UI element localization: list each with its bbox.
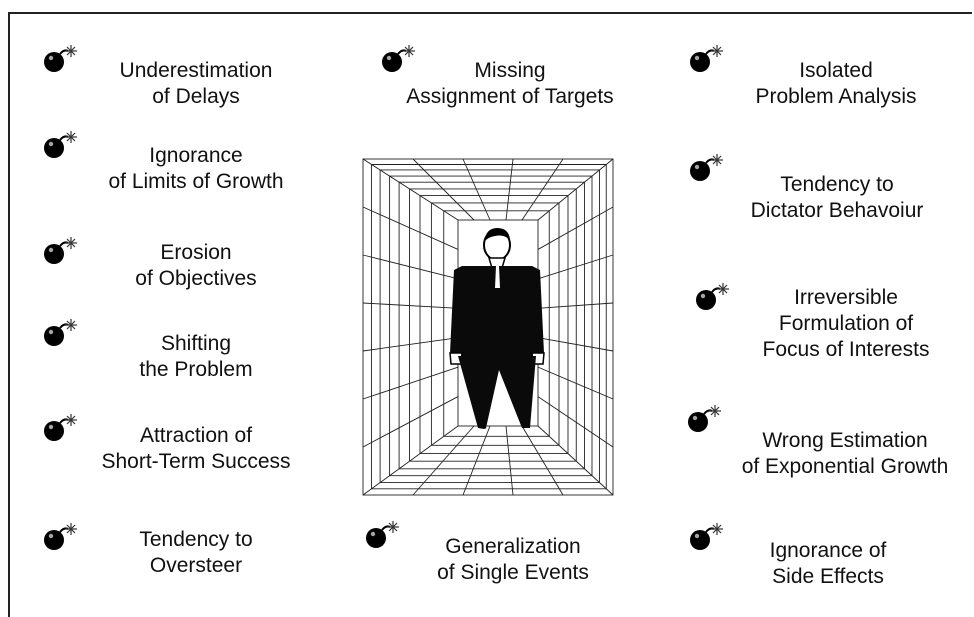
grid-line [412, 158, 475, 221]
bomb-icon [42, 318, 82, 348]
grid-line [537, 206, 614, 250]
grid-line [505, 425, 514, 496]
grid-line [362, 337, 459, 352]
corridor-illustration [362, 158, 614, 496]
diagram-frame [8, 12, 972, 617]
person-figure [449, 228, 545, 429]
grid-line [521, 158, 564, 221]
grid-line [537, 302, 614, 309]
grid-line [362, 396, 459, 448]
grid-line [537, 425, 614, 496]
person-legs [458, 356, 536, 428]
grid-line [537, 158, 614, 221]
grid-line [462, 158, 491, 221]
grid-line [362, 206, 459, 250]
bomb-icon [42, 236, 82, 266]
grid-line [537, 337, 614, 352]
grid-line [362, 158, 459, 221]
bomb-icon [688, 153, 728, 183]
grid-line [362, 366, 459, 400]
grid-frame [362, 158, 614, 496]
person-torso [456, 266, 538, 358]
grid-line [505, 158, 514, 221]
bomb-icon [42, 413, 82, 443]
bomb-icon [42, 44, 82, 74]
grid-line [462, 425, 491, 496]
bomb-icon [42, 522, 82, 552]
grid-line [521, 425, 564, 496]
bomb-icon [364, 520, 404, 550]
bomb-icon [42, 130, 82, 160]
bomb-icon [688, 522, 728, 552]
grid-line [362, 254, 459, 280]
bomb-icon [694, 282, 734, 312]
bomb-icon [688, 44, 728, 74]
grid-line [412, 425, 475, 496]
grid-line [537, 396, 614, 448]
grid-line [362, 425, 459, 496]
grid-line [362, 302, 459, 309]
grid-line [537, 254, 614, 280]
grid-line [537, 366, 614, 400]
corridor-grid [362, 158, 614, 496]
